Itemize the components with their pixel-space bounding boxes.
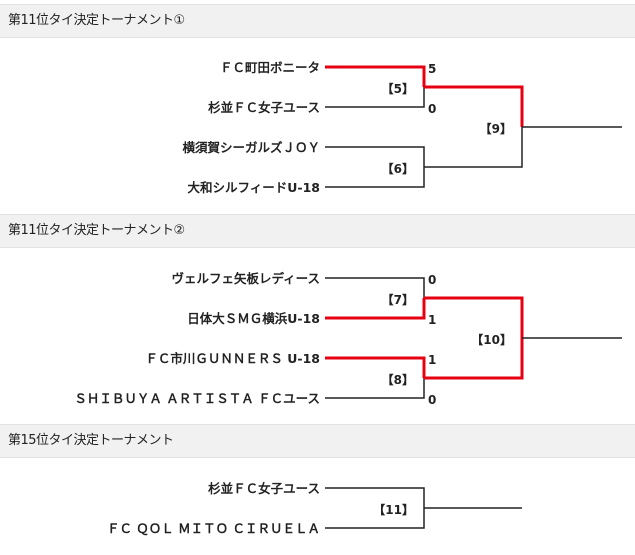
bracket-11th-1: ＦＣ町田ボニータ 杉並ＦＣ女子ユース 横須賀シーガルズＪＯＹ 大和シルフィードU… xyxy=(182,60,622,195)
bracket-11th-2: ヴェルフェ矢板レディース 日体大ＳＭＧ横浜U-18 ＦＣ市川ＧＵＮＮＥＲＳ U-… xyxy=(74,271,622,407)
team-name[interactable]: ＦＣ ＱＯＬ ＭＩＴＯ ＣＩＲＵＥＬＡ xyxy=(107,521,320,536)
match-number: 【5】 xyxy=(382,81,414,96)
bracket-line xyxy=(424,127,523,168)
section-title: 第11位タイ決定トーナメント① xyxy=(8,13,185,28)
winner-line xyxy=(424,85,524,127)
winner-line xyxy=(424,338,524,380)
match-number: 【7】 xyxy=(382,292,414,307)
winner-line xyxy=(325,356,426,378)
bracket-line xyxy=(325,87,425,108)
winner-line xyxy=(424,296,524,338)
score: 0 xyxy=(428,102,436,116)
winner-line xyxy=(325,298,426,320)
score: 0 xyxy=(428,273,436,287)
section-header-11th-1: 第11位タイ決定トーナメント① xyxy=(0,4,635,38)
match-number: 【8】 xyxy=(382,372,414,387)
score: 1 xyxy=(428,353,436,367)
bracket-15th: 杉並ＦＣ女子ユース ＦＣ ＱＯＬ ＭＩＴＯ ＣＩＲＵＥＬＡ 【11】 xyxy=(107,481,522,536)
bracket-line xyxy=(325,378,425,399)
team-name[interactable]: ＦＣ町田ボニータ xyxy=(220,60,320,75)
team-name[interactable]: ＦＣ市川ＧＵＮＮＥＲＳ U-18 xyxy=(145,351,320,366)
team-name[interactable]: 大和シルフィードU-18 xyxy=(188,180,320,195)
section-title: 第15位タイ決定トーナメント xyxy=(8,433,174,448)
score: 5 xyxy=(428,62,436,76)
section-title: 第11位タイ決定トーナメント② xyxy=(8,223,185,238)
score: 1 xyxy=(428,313,436,327)
match-number: 【6】 xyxy=(382,161,414,176)
winner-line xyxy=(325,65,426,87)
team-name[interactable]: 横須賀シーガルズＪＯＹ xyxy=(182,140,320,155)
score: 0 xyxy=(428,393,436,407)
match-number: 【10】 xyxy=(471,332,512,347)
team-name[interactable]: ヴェルフェ矢板レディース xyxy=(171,271,320,286)
team-name[interactable]: 杉並ＦＣ女子ユース xyxy=(208,100,320,115)
section-header-11th-2: 第11位タイ決定トーナメント② xyxy=(0,214,635,248)
team-name[interactable]: 杉並ＦＣ女子ユース xyxy=(208,481,320,496)
bracket-line xyxy=(325,277,425,298)
match-number: 【9】 xyxy=(480,121,512,136)
team-name[interactable]: 日体大ＳＭＧ横浜U-18 xyxy=(187,311,320,326)
section-header-15th: 第15位タイ決定トーナメント xyxy=(0,424,635,458)
match-number: 【11】 xyxy=(373,502,414,517)
team-name[interactable]: ＳＨＩＢＵＹＡ ＡＲＴＩＳＴＡ ＦＣユース xyxy=(74,391,320,406)
